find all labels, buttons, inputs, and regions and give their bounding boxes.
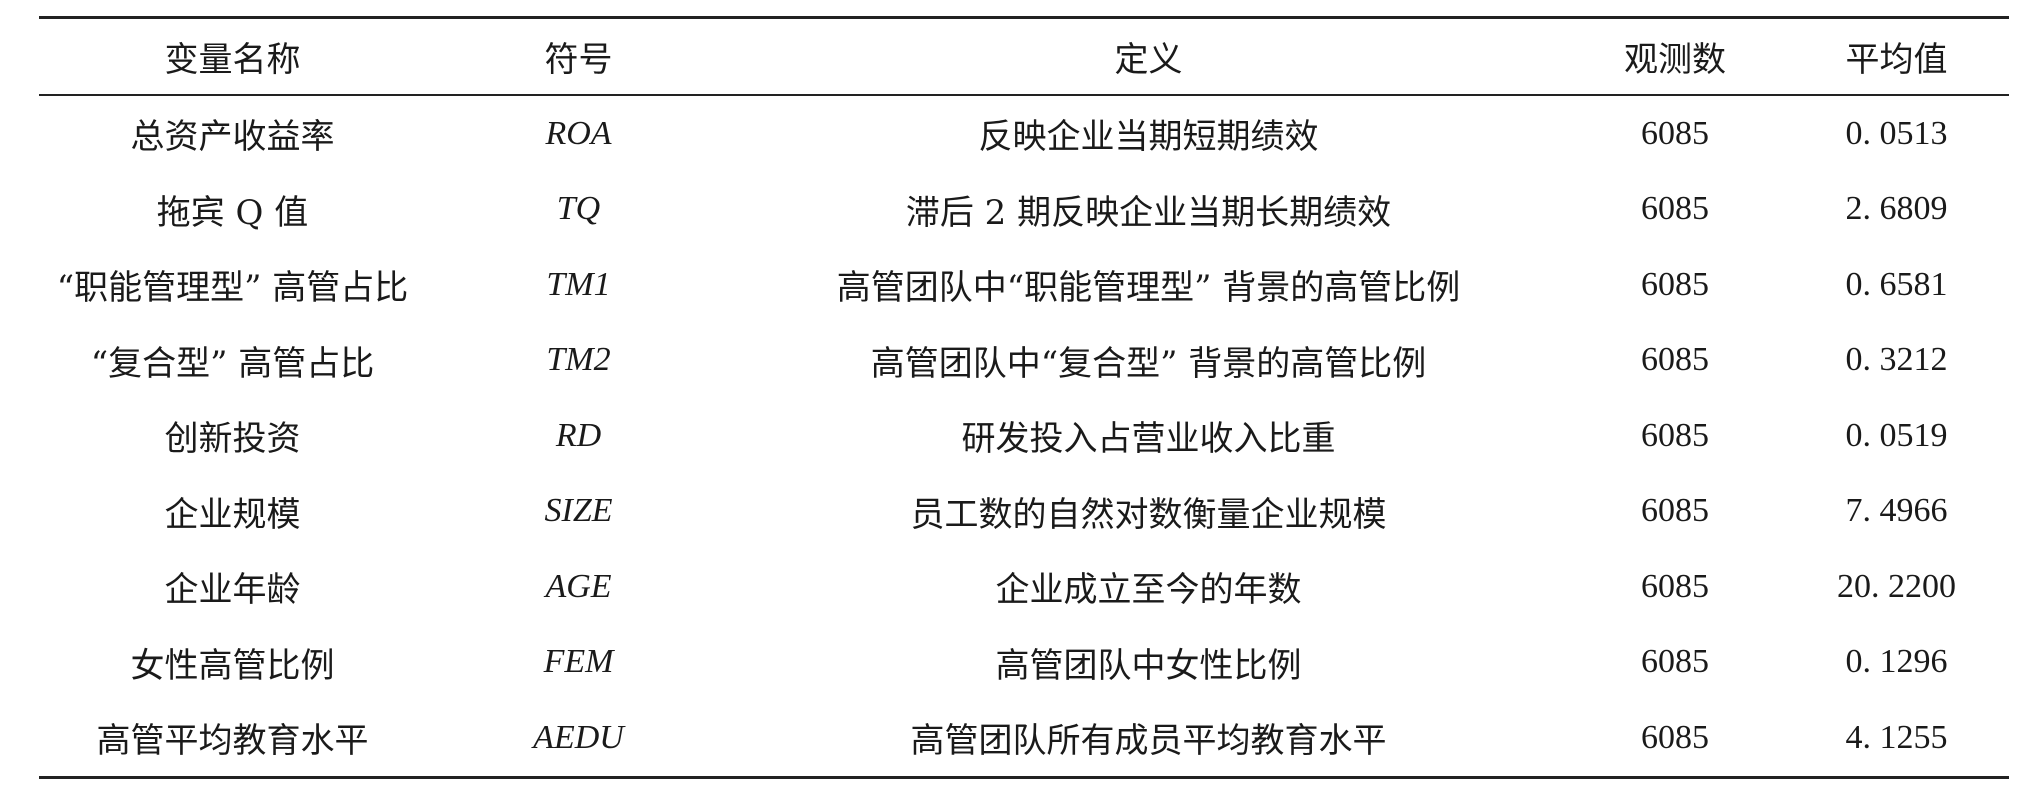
cell-observations: 6085 (1641, 643, 1709, 681)
cell-definition: 研发投入占营业收入比重 (961, 419, 1336, 460)
header-mean: 平均值 (1845, 40, 1948, 80)
cell-symbol: TM1 (546, 265, 611, 303)
cell-mean: 0. 0519 (1845, 416, 1948, 454)
cell-definition: 高管团队所有成员平均教育水平 (910, 721, 1387, 762)
cell-symbol: TQ (556, 190, 601, 228)
cell-symbol: TM2 (546, 341, 611, 379)
cell-mean: 7. 4966 (1845, 492, 1948, 530)
cell-observations: 6085 (1641, 341, 1709, 379)
cell-definition: 高管团队中女性比例 (995, 645, 1302, 686)
cell-mean: 4. 1255 (1845, 718, 1948, 756)
descriptive-stats-table: 变量名称 符号 定义 观测数 平均值 总资产收益率 ROA 反映企业当期短期绩效… (39, 16, 2009, 779)
header-row: 变量名称 符号 定义 观测数 平均值 (39, 17, 2009, 95)
cell-variable-name: 创新投资 (164, 419, 301, 460)
cell-mean: 0. 0513 (1845, 114, 1948, 152)
cell-mean: 20. 2200 (1837, 567, 1956, 605)
header-symbol: 符号 (544, 40, 613, 80)
cell-definition: 高管团队中“职能管理型” 背景的高管比例 (836, 268, 1461, 309)
table-row: 拖宾 Q 值 TQ 滞后 2 期反映企业当期长期绩效 6085 2. 6809 (39, 172, 2009, 248)
cell-variable-name: 总资产收益率 (130, 117, 335, 158)
cell-definition: 员工数的自然对数衡量企业规模 (910, 494, 1387, 535)
cell-symbol: SIZE (544, 492, 613, 530)
cell-mean: 0. 6581 (1845, 265, 1948, 303)
cell-observations: 6085 (1641, 492, 1709, 530)
table-row: 创新投资 RD 研发投入占营业收入比重 6085 0. 0519 (39, 398, 2009, 474)
header-variable-name: 变量名称 (164, 40, 301, 80)
table-row: 女性高管比例 FEM 高管团队中女性比例 6085 0. 1296 (39, 625, 2009, 701)
table-row: “职能管理型” 高管占比 TM1 高管团队中“职能管理型” 背景的高管比例 60… (39, 247, 2009, 323)
table-row: 高管平均教育水平 AEDU 高管团队所有成员平均教育水平 6085 4. 125… (39, 700, 2009, 777)
cell-observations: 6085 (1641, 190, 1709, 228)
cell-definition: 滞后 2 期反映企业当期长期绩效 (905, 192, 1392, 233)
cell-symbol: FEM (543, 643, 614, 681)
cell-definition: 企业成立至今的年数 (995, 570, 1302, 611)
cell-observations: 6085 (1641, 114, 1709, 152)
table-row: 企业规模 SIZE 员工数的自然对数衡量企业规模 6085 7. 4966 (39, 474, 2009, 550)
cell-observations: 6085 (1641, 265, 1709, 303)
cell-symbol: AGE (545, 567, 612, 605)
cell-variable-name: “职能管理型” 高管占比 (56, 268, 409, 309)
cell-definition: 反映企业当期短期绩效 (978, 117, 1319, 158)
table-body: 总资产收益率 ROA 反映企业当期短期绩效 6085 0. 0513 拖宾 Q … (39, 95, 2009, 777)
table-row: 总资产收益率 ROA 反映企业当期短期绩效 6085 0. 0513 (39, 95, 2009, 172)
cell-mean: 2. 6809 (1845, 190, 1948, 228)
table-row: “复合型” 高管占比 TM2 高管团队中“复合型” 背景的高管比例 6085 0… (39, 323, 2009, 399)
header-definition: 定义 (1114, 40, 1183, 80)
cell-mean: 0. 1296 (1845, 643, 1948, 681)
cell-observations: 6085 (1641, 567, 1709, 605)
cell-mean: 0. 3212 (1845, 341, 1948, 379)
cell-variable-name: 企业年龄 (164, 570, 301, 611)
table-row: 企业年龄 AGE 企业成立至今的年数 6085 20. 2200 (39, 549, 2009, 625)
cell-variable-name: 拖宾 Q 值 (156, 192, 309, 233)
cell-definition: 高管团队中“复合型” 背景的高管比例 (870, 343, 1427, 384)
cell-observations: 6085 (1641, 416, 1709, 454)
cell-variable-name: 企业规模 (164, 494, 301, 535)
descriptive-stats-table-container: 变量名称 符号 定义 观测数 平均值 总资产收益率 ROA 反映企业当期短期绩效… (39, 16, 2009, 779)
cell-variable-name: 女性高管比例 (130, 645, 335, 686)
cell-variable-name: 高管平均教育水平 (96, 721, 369, 762)
cell-observations: 6085 (1641, 718, 1709, 756)
cell-symbol: RD (555, 416, 602, 454)
table-header: 变量名称 符号 定义 观测数 平均值 (39, 17, 2009, 95)
header-observations: 观测数 (1624, 40, 1726, 80)
cell-symbol: AEDU (533, 718, 624, 756)
cell-symbol: ROA (545, 114, 612, 152)
cell-variable-name: “复合型” 高管占比 (90, 343, 375, 384)
